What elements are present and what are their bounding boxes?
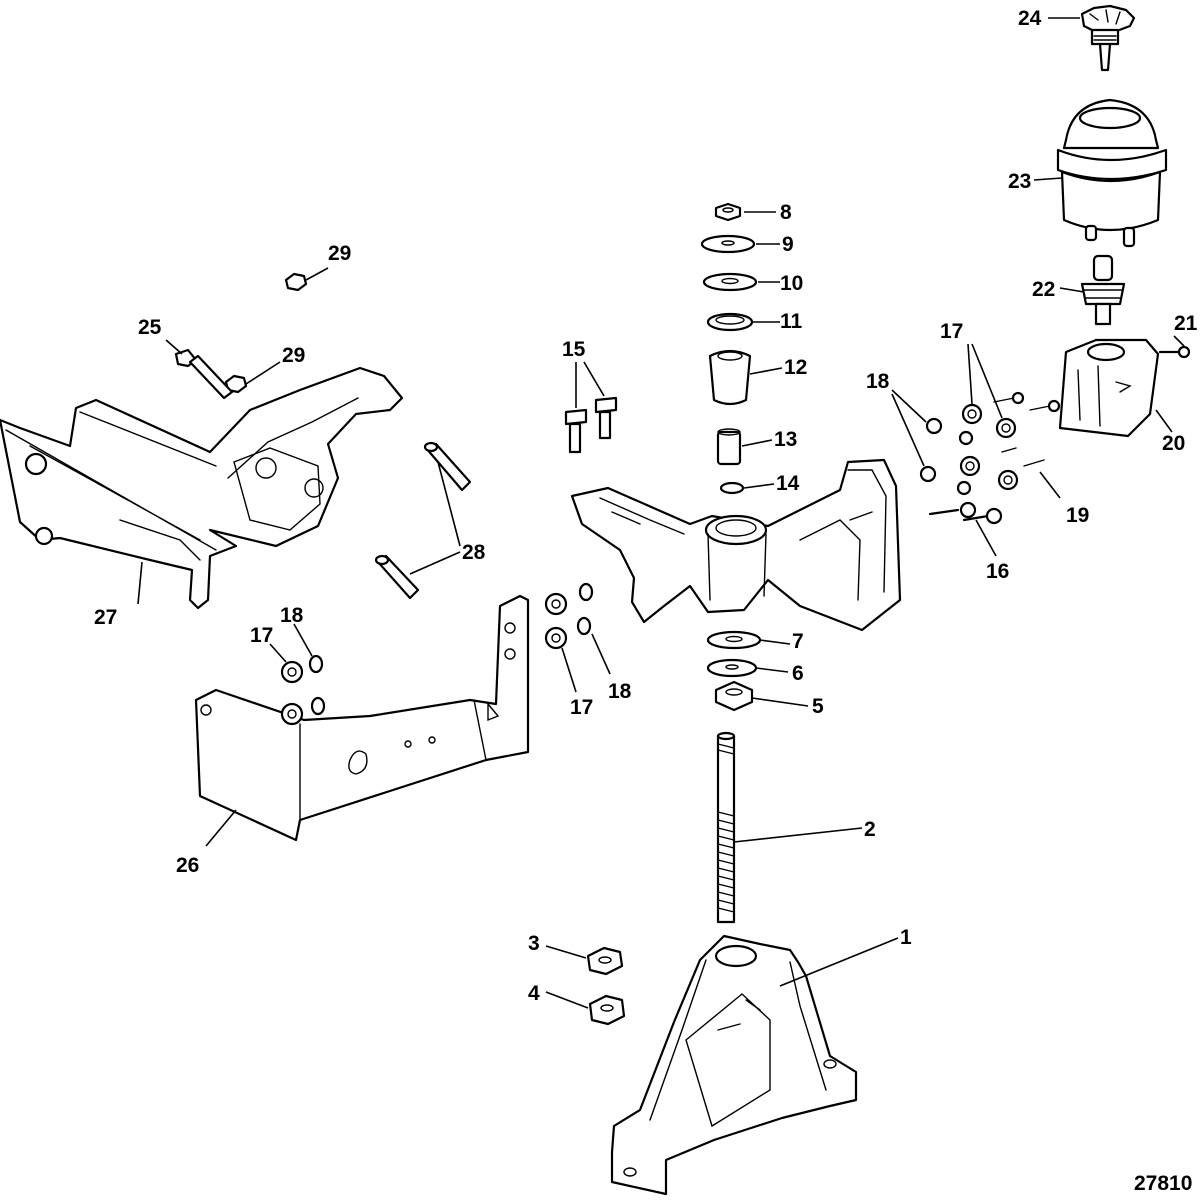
part-steering-yoke [570,458,902,632]
callout-17-left: 17 [250,624,273,647]
part-reservoir-bracket [1058,338,1160,438]
callout-9: 9 [782,233,794,256]
part-small-washer [719,481,745,495]
callout-24: 24 [1018,7,1042,30]
part-long-bolt [174,348,234,400]
callout-18-center: 18 [608,680,632,703]
callout-16: 16 [986,560,1009,583]
part-reservoir [1056,98,1168,248]
leader-lines [137,17,1185,1009]
callout-17-right: 17 [940,320,963,343]
callout-3: 3 [528,932,540,955]
callout-18-left: 18 [280,604,304,627]
part-left-cross-member [0,366,404,610]
part-fill-cap [1080,4,1136,72]
part-angle-bracket [194,594,530,842]
part-threaded-stud [716,731,736,924]
part-spacer [716,428,742,466]
callout-15: 15 [562,338,586,361]
callout-6: 6 [792,662,804,685]
callout-8: 8 [780,201,792,224]
callout-18-right: 18 [866,370,890,393]
callout-17-center: 17 [570,696,593,719]
part-grommets-left [280,654,326,726]
part-lower-nut-5 [714,680,754,712]
callout-14: 14 [776,472,800,495]
callout-20: 20 [1162,432,1185,455]
part-bushing-ring [706,312,754,332]
part-pedestal-base [610,934,858,1196]
callout-29-upper: 29 [328,242,351,265]
callout-22: 22 [1032,278,1055,301]
callout-23: 23 [1008,170,1031,193]
part-nut-top [714,202,742,222]
callout-28: 28 [462,541,486,564]
part-fitting [1080,254,1126,326]
part-mount-bolts [564,396,618,454]
part-stud-upper [423,441,472,492]
callout-12: 12 [784,356,807,379]
figure-number: 27810 [1134,1172,1192,1195]
part-locknut-3 [586,946,624,976]
callout-19: 19 [1066,504,1089,527]
callout-13: 13 [774,428,797,451]
part-bracket-screw [1158,345,1191,359]
part-lower-washer-6 [706,658,758,678]
callout-21: 21 [1174,312,1198,335]
callout-labels: 24 23 22 21 20 8 9 10 11 12 13 14 15 17 … [94,7,1198,1005]
part-lower-washer-7 [706,630,762,650]
callout-1: 1 [900,926,912,949]
callout-27: 27 [94,606,117,629]
part-washer-medium [702,272,758,292]
part-stud-lower [374,554,420,600]
part-hex-nut-4 [588,994,626,1026]
callout-11: 11 [780,310,803,333]
callout-26: 26 [176,854,199,877]
callout-4: 4 [528,982,540,1005]
part-fastener-cluster-right [919,391,1061,525]
part-washer-large [700,234,756,254]
callout-10: 10 [780,272,803,295]
callout-7: 7 [792,630,804,653]
callout-5: 5 [812,695,824,718]
part-nut-upper [284,272,308,292]
part-mount-bushing [708,349,752,406]
callout-25: 25 [138,316,162,339]
callout-2: 2 [864,818,876,841]
part-grommets-center [544,582,594,650]
callout-29-lower: 29 [282,344,305,367]
